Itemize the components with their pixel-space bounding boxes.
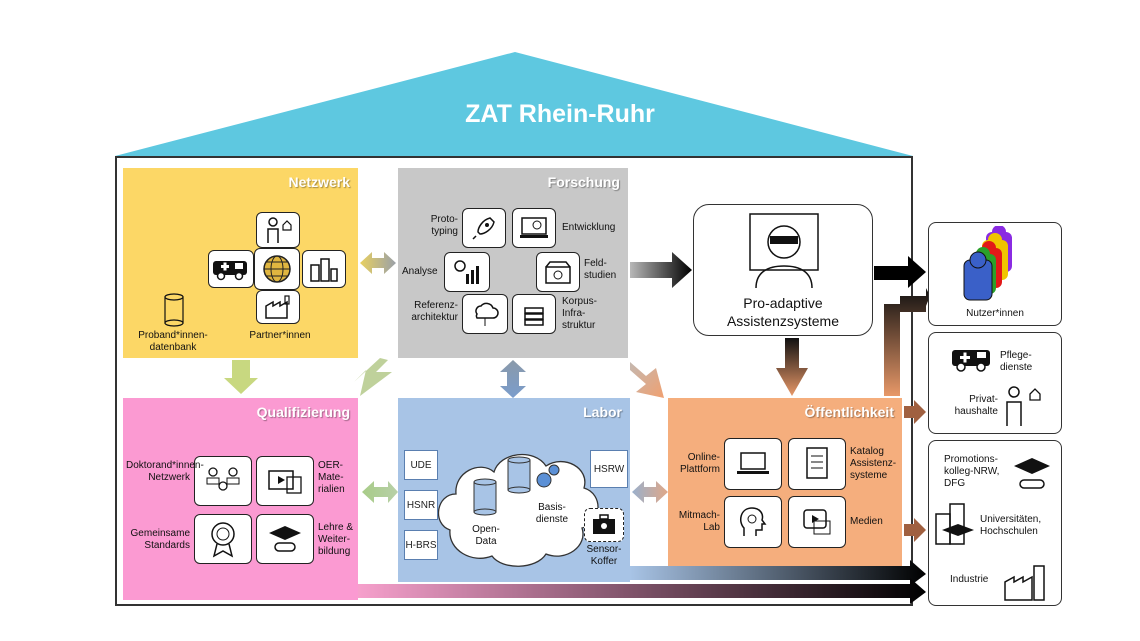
gear-icon <box>536 464 560 488</box>
privat-label: Privat-haushalte <box>954 394 998 417</box>
mitmach-label: Mitmach-Lab <box>678 510 720 533</box>
oer-label: OER-Mate-rialien <box>318 460 345 495</box>
page-title: ZAT Rhein-Ruhr <box>465 100 655 128</box>
proband-label: Proband*innen-datenbank <box>138 330 208 353</box>
graduation-icon <box>256 514 314 564</box>
prototyping-label: Proto-typing <box>430 214 458 237</box>
server-icon <box>512 294 556 334</box>
head-bulb-icon <box>724 496 782 548</box>
feldstudien-label: Feld-studien <box>584 258 617 281</box>
factory-icon <box>256 290 300 324</box>
media-icon <box>788 496 846 548</box>
graduation-small-icon <box>1014 458 1050 489</box>
lehre-label: Lehre & Weiter-bildung <box>318 522 354 557</box>
netzwerk-hub-icon <box>254 248 300 290</box>
city-icon <box>302 250 346 288</box>
fieldstudy-icon <box>536 252 580 292</box>
basis-label: Basis-dienste <box>535 502 569 525</box>
catalog-icon <box>788 438 846 490</box>
university-icon <box>935 503 974 545</box>
hbrs-box: H-BRS <box>404 530 438 560</box>
person-home-small-icon <box>1006 386 1041 426</box>
hsrw-box: HSRW <box>590 450 628 488</box>
korpus-label: Korpus-Infra-struktur <box>562 296 598 331</box>
rocket-icon <box>462 208 506 248</box>
qualifizierung-title: Qualifizierung <box>256 404 350 420</box>
entwicklung-label: Entwicklung <box>562 222 616 233</box>
sensor-koffer-icon <box>584 508 624 542</box>
forschung-title: Forschung <box>547 174 620 190</box>
oeffentlichkeit-title: Öffentlichkeit <box>804 404 894 420</box>
online-label: Online-Plattform <box>679 452 720 475</box>
development-icon <box>512 208 556 248</box>
uni-label: Universitäten, Hochschulen <box>980 514 1042 537</box>
referenz-label: Referenz-architektur <box>411 300 458 323</box>
nutzer-label: Nutzer*innen <box>966 308 1024 319</box>
medien-label: Medien <box>850 516 883 527</box>
vr-user-icon <box>749 213 819 289</box>
basis-db-icon <box>507 456 531 494</box>
laptop-icon <box>724 438 782 490</box>
netzwerk-title: Netzwerk <box>288 174 350 190</box>
promo-label: Promotions-kolleg-NRW, DFG <box>944 454 1000 489</box>
doktorand-label: Doktorand*innen-Netzwerk <box>126 460 204 483</box>
partner-label: Partner*innen <box>249 330 311 341</box>
pflege-label: Pflege-dienste <box>1000 350 1033 373</box>
ude-box: UDE <box>404 450 438 480</box>
analysis-icon <box>444 252 490 292</box>
award-icon <box>194 514 252 564</box>
oeffentlichkeit-panel: Öffentlichkeit <box>668 398 902 566</box>
industry-icon <box>1004 565 1045 601</box>
sensor-label: Sensor-Koffer <box>586 544 622 567</box>
hsnr-box: HSNR <box>404 490 438 520</box>
labor-title: Labor <box>583 404 622 420</box>
roof <box>115 52 913 156</box>
cloud-architecture-icon <box>462 294 508 334</box>
oer-icon <box>256 456 314 506</box>
assist-line1: Pro-adaptive <box>743 295 823 311</box>
ambulance-small-icon <box>952 350 990 372</box>
katalog-label: Katalog Assistenz-systeme <box>850 446 897 481</box>
person-home-icon <box>256 212 300 248</box>
assist-line2: Assistenzsysteme <box>726 313 840 329</box>
opendata-label: Open-Data <box>472 524 500 547</box>
analyse-label: Analyse <box>402 266 438 277</box>
ambulance-icon <box>208 250 254 288</box>
network-people-icon <box>194 456 252 506</box>
pflege-box <box>928 332 1062 434</box>
standards-label: Gemeinsame Standards <box>130 528 190 551</box>
industrie-label: Industrie <box>950 574 989 585</box>
opendata-db-icon <box>473 478 497 516</box>
users-icon <box>963 226 1012 301</box>
database-icon <box>152 292 196 328</box>
